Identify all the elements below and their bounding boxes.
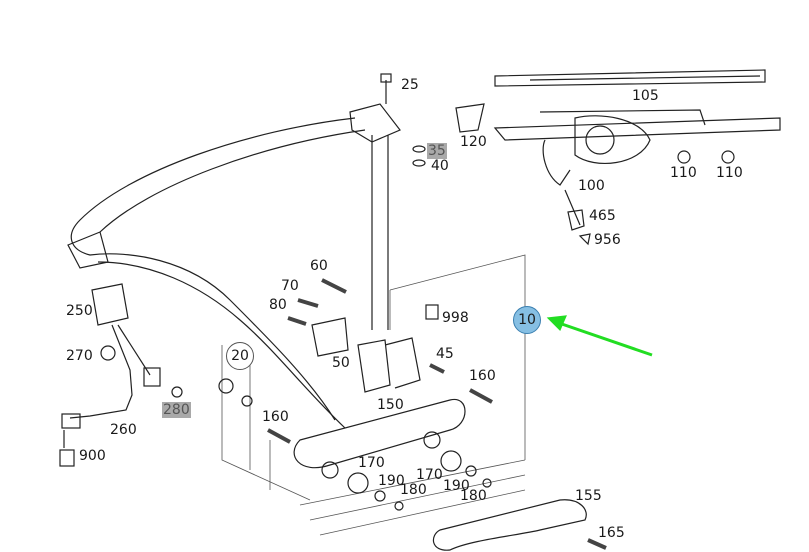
seat-belt-webbing: [70, 117, 356, 421]
part-label[interactable]: 190: [378, 473, 405, 489]
part-label[interactable]: 110: [670, 165, 697, 181]
nut-110b: [721, 150, 735, 164]
part-label[interactable]: 250: [66, 303, 93, 319]
arrow-head: [546, 315, 567, 332]
part-label-group[interactable]: 20: [226, 342, 254, 370]
bolt-80: [287, 316, 307, 326]
retractor-150: [357, 337, 421, 393]
buckle-250: [91, 283, 129, 326]
part-label[interactable]: 465: [589, 208, 616, 224]
washer-170a: [347, 472, 369, 494]
part-label[interactable]: 155: [575, 488, 602, 504]
nut-110a: [677, 150, 691, 164]
part-label[interactable]: 160: [469, 368, 496, 384]
handle-120: [455, 103, 485, 133]
part-label[interactable]: 190: [443, 478, 470, 494]
bolt-270: [100, 345, 116, 361]
part-label[interactable]: 45: [436, 346, 454, 362]
part-label[interactable]: 260: [110, 422, 137, 438]
part-label-highlighted[interactable]: 280: [162, 402, 191, 418]
part-label[interactable]: 170: [416, 467, 443, 483]
bolt-60: [321, 278, 347, 294]
wire-260: [69, 324, 133, 419]
part-label[interactable]: 180: [400, 482, 427, 498]
washer-170b: [440, 450, 462, 472]
nut-280: [171, 386, 183, 398]
part-label[interactable]: 40: [431, 158, 449, 174]
bolt-165: [587, 538, 607, 550]
part-label[interactable]: 60: [310, 258, 328, 274]
part-label[interactable]: 270: [66, 348, 93, 364]
part-label[interactable]: 80: [269, 297, 287, 313]
bolt-160a: [469, 388, 493, 404]
part-label[interactable]: 180: [460, 488, 487, 504]
rail-105: [494, 69, 766, 87]
part-label-highlighted[interactable]: 35: [427, 143, 447, 159]
part-label[interactable]: 165: [598, 525, 625, 541]
bolt-45: [429, 363, 445, 374]
part-label[interactable]: 160: [262, 409, 289, 425]
part-label[interactable]: 956: [594, 232, 621, 248]
bracket-50: [311, 317, 349, 357]
part-label[interactable]: 170: [358, 455, 385, 471]
part-label[interactable]: 100: [578, 178, 605, 194]
retractor-column: [371, 135, 389, 330]
motor-100: [574, 115, 651, 164]
part-label[interactable]: 900: [79, 448, 106, 464]
part-label[interactable]: 150: [377, 397, 404, 413]
bolt-160b: [267, 428, 291, 444]
connector-465: [567, 209, 585, 231]
plate-155: [432, 499, 587, 551]
part-label-selected[interactable]: 10: [513, 306, 541, 334]
part-label[interactable]: 998: [442, 310, 469, 326]
upper-anchor: [349, 103, 401, 143]
part-label[interactable]: 105: [632, 88, 659, 104]
bolt-70: [297, 298, 319, 308]
part-label[interactable]: 70: [281, 278, 299, 294]
part-label[interactable]: 120: [460, 134, 487, 150]
part-label[interactable]: 110: [716, 165, 743, 181]
rail-assembly: [493, 109, 781, 141]
part-label[interactable]: 50: [332, 355, 350, 371]
anchor-rail: [293, 398, 466, 469]
part-label[interactable]: 25: [401, 77, 419, 93]
connector-900: [61, 413, 81, 429]
